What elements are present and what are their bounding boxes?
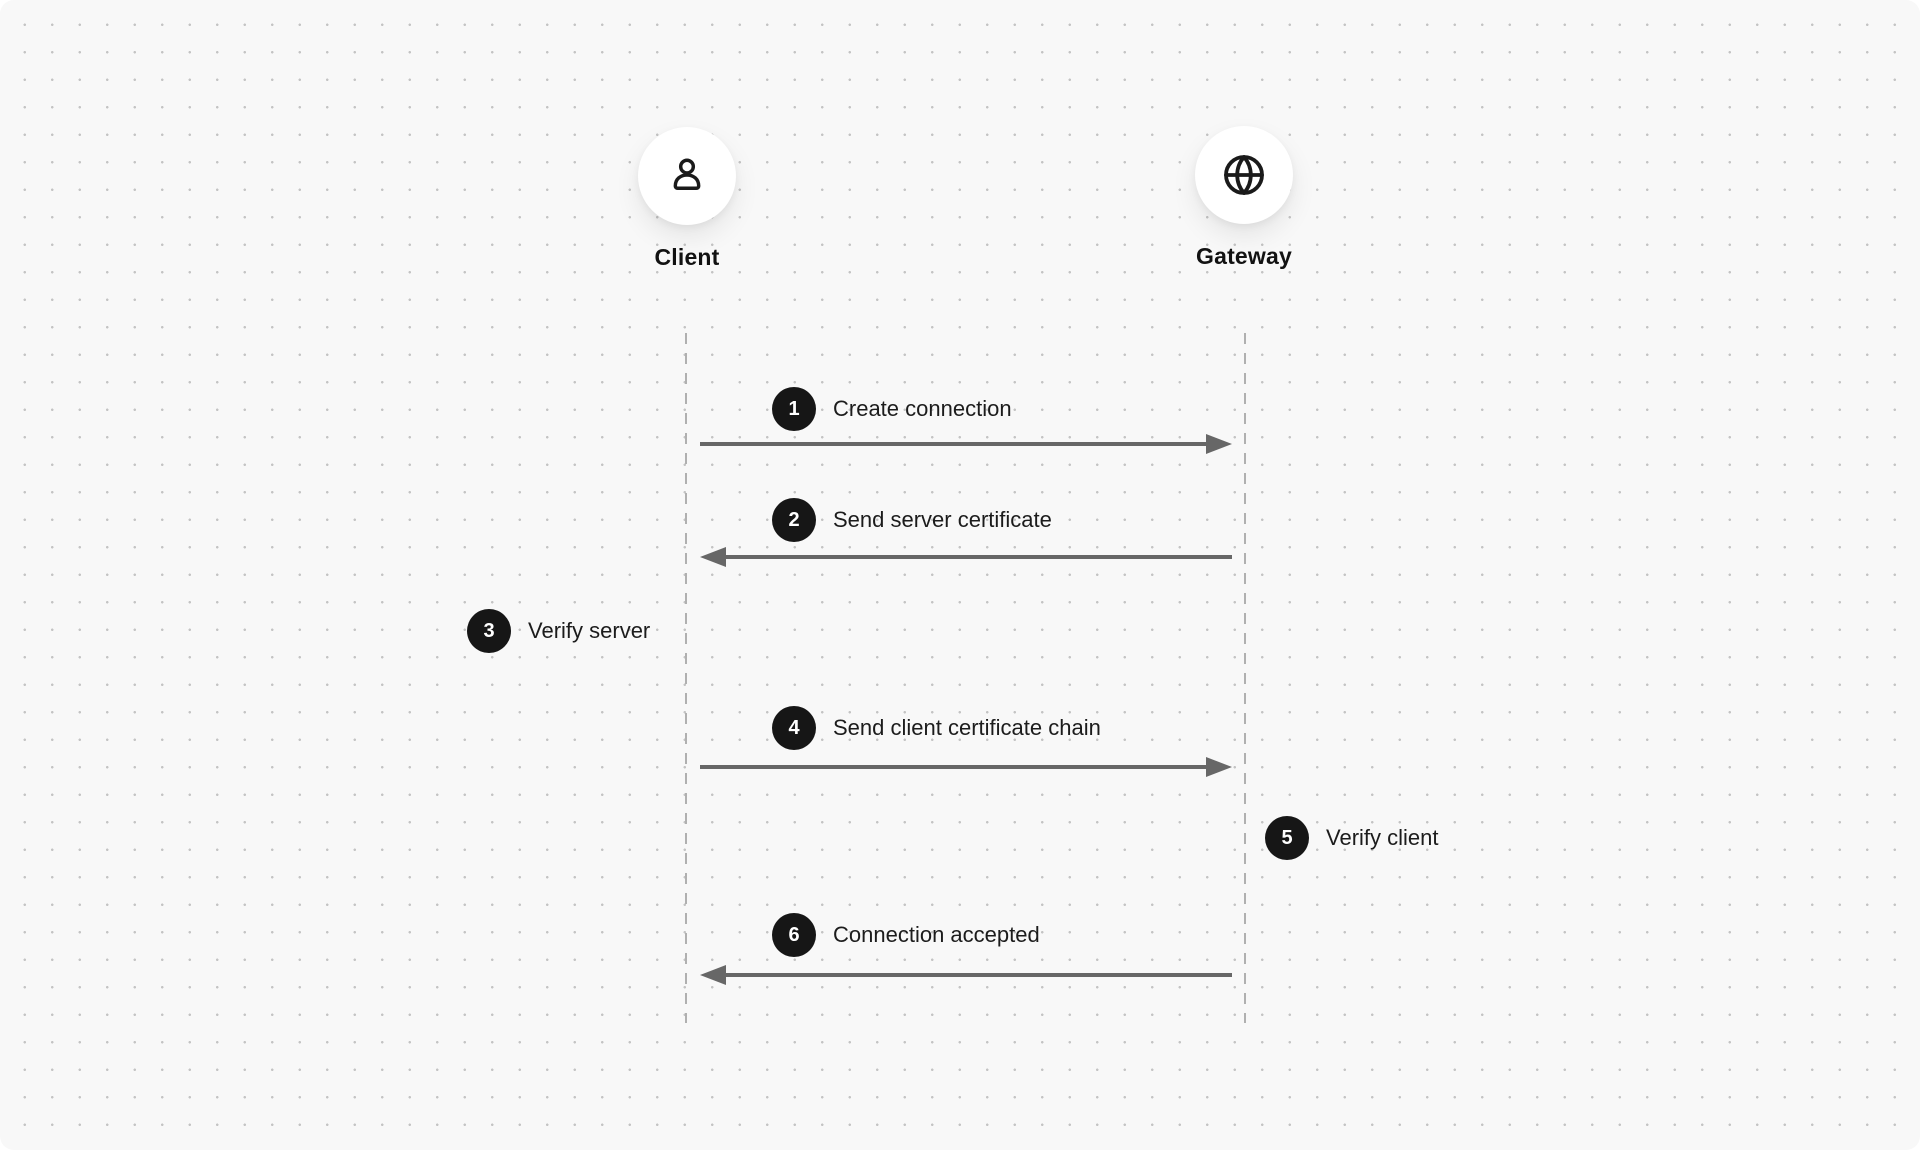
arrow-shaft (700, 765, 1210, 769)
step-6-label: Connection accepted (833, 922, 1040, 947)
arrow-shaft (722, 555, 1232, 559)
globe-icon (1224, 155, 1264, 195)
actor-client-label: Client (654, 244, 720, 270)
lifeline-gateway (1244, 333, 1246, 1023)
step-3: 3 Verify server (467, 609, 650, 653)
user-icon (673, 158, 701, 190)
step-4: 4 Send client certificate chain (772, 706, 1101, 750)
step-4-badge: 4 (772, 706, 816, 750)
arrow-step-6 (700, 963, 1232, 987)
step-2-badge: 2 (772, 498, 816, 542)
step-6: 6 Connection accepted (772, 913, 1040, 957)
arrowhead-right-icon (1206, 757, 1232, 777)
step-1: 1 Create connection (772, 387, 1012, 431)
step-5: 5 Verify client (1265, 816, 1439, 860)
actor-gateway-label: Gateway (1195, 243, 1292, 269)
step-6-badge: 6 (772, 913, 816, 957)
arrow-step-2 (700, 545, 1232, 569)
arrow-shaft (700, 442, 1210, 446)
arrow-step-4 (700, 755, 1232, 779)
step-4-label: Send client certificate chain (833, 715, 1101, 740)
actor-client-avatar (638, 127, 736, 225)
step-3-badge: 3 (467, 609, 511, 653)
arrowhead-left-icon (700, 965, 726, 985)
step-1-label: Create connection (833, 396, 1012, 421)
step-3-label: Verify server (528, 618, 651, 643)
step-5-label: Verify client (1326, 825, 1439, 850)
lifeline-client (685, 333, 687, 1023)
actor-gateway-avatar (1195, 126, 1293, 224)
step-2: 2 Send server certificate (772, 498, 1052, 542)
arrow-shaft (722, 973, 1232, 977)
step-5-badge: 5 (1265, 816, 1309, 860)
actor-gateway: Gateway (1144, 126, 1344, 270)
arrow-step-1 (700, 432, 1232, 456)
actor-client: Client (587, 127, 787, 271)
step-1-badge: 1 (772, 387, 816, 431)
step-2-label: Send server certificate (833, 507, 1052, 532)
arrowhead-right-icon (1206, 434, 1232, 454)
arrowhead-left-icon (700, 547, 726, 567)
